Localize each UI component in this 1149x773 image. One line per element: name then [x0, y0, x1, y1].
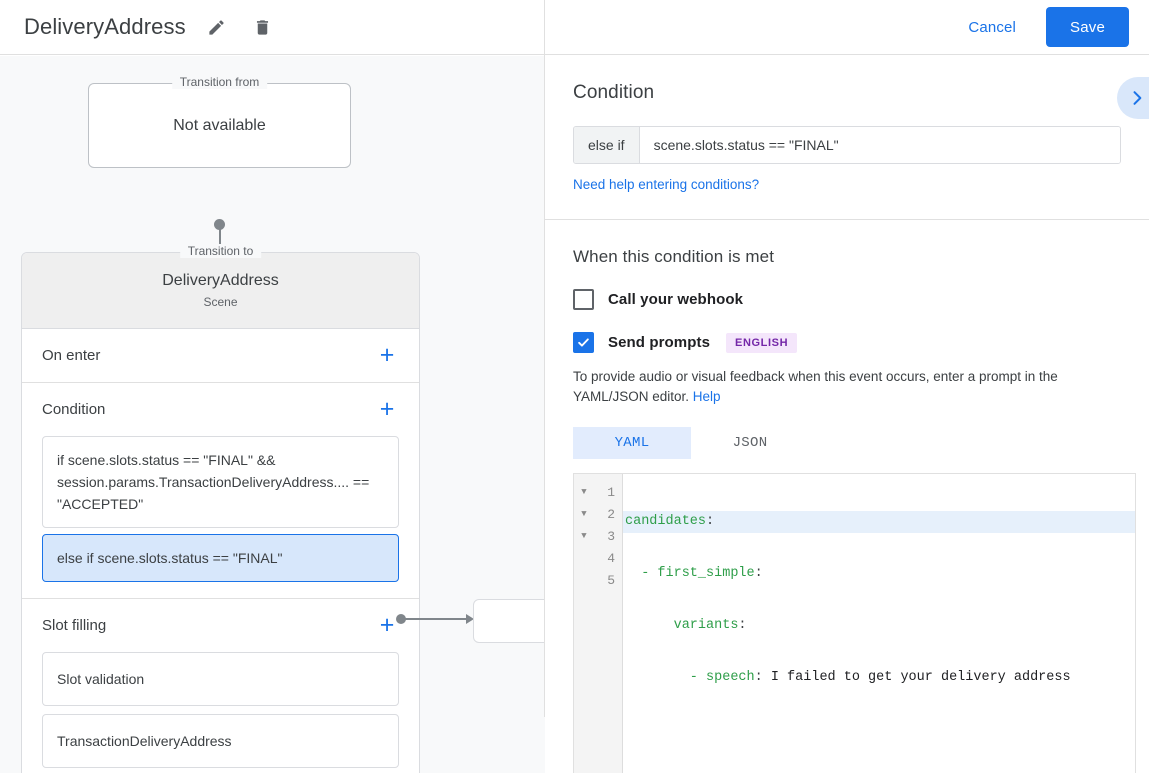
- prompts-description-text: To provide audio or visual feedback when…: [573, 369, 1058, 404]
- section-header-on-enter: On enter +: [42, 329, 399, 382]
- line-number: 5: [607, 572, 615, 588]
- add-on-enter-button[interactable]: +: [375, 343, 399, 368]
- code-line: [623, 719, 1135, 741]
- editor-gutter: ▼1 ▼2 ▼3 4 5: [574, 474, 623, 773]
- fold-toggle-icon[interactable]: ▼: [581, 487, 587, 497]
- code-editor[interactable]: ▼1 ▼2 ▼3 4 5 candidates: - first_simple:…: [573, 473, 1136, 773]
- section-slot-filling: Slot filling + Slot validation Transacti…: [22, 599, 419, 773]
- page-title: DeliveryAddress: [24, 14, 186, 39]
- slot-item-validation[interactable]: Slot validation: [42, 652, 399, 706]
- prompts-help-link[interactable]: Help: [692, 389, 721, 404]
- line-number: 4: [607, 550, 615, 566]
- condition-expression-input[interactable]: [639, 127, 1120, 163]
- panel-divider: [544, 0, 545, 717]
- transition-from-value: Not available: [173, 116, 266, 134]
- section-title-on-enter: On enter: [42, 347, 101, 364]
- line-number: 3: [607, 528, 615, 544]
- tab-json[interactable]: JSON: [691, 427, 809, 459]
- gutter-row: 4: [574, 547, 622, 569]
- editor-content[interactable]: candidates: - first_simple: variants: - …: [623, 474, 1135, 773]
- section-title-slot-filling: Slot filling: [42, 617, 107, 634]
- topbar-actions: Cancel Save: [956, 7, 1129, 47]
- when-condition-met-section: When this condition is met Call your web…: [545, 220, 1149, 459]
- top-app-bar: DeliveryAddress Cancel Save: [0, 0, 1149, 55]
- trash-icon: [257, 19, 269, 35]
- webhook-row[interactable]: Call your webhook: [573, 289, 1121, 310]
- code-indent: [625, 618, 674, 633]
- cancel-button[interactable]: Cancel: [956, 11, 1028, 44]
- flow-canvas[interactable]: Transition from Not available Transition…: [0, 56, 545, 773]
- condition-prefix-label: else if: [574, 127, 640, 163]
- condition-section-title: Condition: [573, 82, 655, 103]
- code-key: first_simple: [657, 566, 755, 581]
- target-node[interactable]: [473, 599, 545, 643]
- pencil-icon: [209, 19, 224, 35]
- code-indent: -: [625, 566, 658, 581]
- code-line: - first_simple:: [623, 563, 1135, 585]
- add-condition-button[interactable]: +: [375, 397, 399, 422]
- when-met-title: When this condition is met: [573, 247, 775, 266]
- slot-item-transaction[interactable]: TransactionDeliveryAddress: [42, 714, 399, 768]
- chevron-right-icon: [1133, 91, 1142, 105]
- line-number: 2: [607, 506, 615, 522]
- fold-toggle-icon[interactable]: ▼: [581, 531, 587, 541]
- transition-from-legend: Transition from: [171, 75, 268, 89]
- condition-output-line: [404, 618, 467, 620]
- condition-editor-section: Condition else if Need help entering con…: [545, 56, 1149, 220]
- transition-from-node[interactable]: Transition from Not available: [88, 75, 351, 168]
- send-prompts-label: Send prompts: [608, 334, 711, 351]
- tab-yaml[interactable]: YAML: [573, 427, 691, 459]
- condition-item[interactable]: if scene.slots.status == "FINAL" && sess…: [42, 436, 399, 528]
- line-number: 1: [607, 484, 615, 500]
- gutter-row: ▼1: [574, 481, 622, 503]
- scene-name: DeliveryAddress: [162, 272, 279, 289]
- condition-help-link[interactable]: Need help entering conditions?: [573, 177, 760, 192]
- fold-toggle-icon[interactable]: ▼: [581, 509, 587, 519]
- editor-format-tabs: YAML JSON: [573, 427, 1121, 459]
- check-icon: [578, 338, 589, 347]
- condition-input-group[interactable]: else if: [573, 126, 1121, 164]
- section-condition: Condition + if scene.slots.status == "FI…: [22, 383, 419, 599]
- code-line: - speech: I failed to get your delivery …: [623, 667, 1135, 689]
- scene-type-label: Scene: [203, 295, 238, 309]
- delete-button[interactable]: [250, 14, 276, 40]
- code-key: candidates: [625, 514, 707, 529]
- add-slot-button[interactable]: +: [375, 613, 399, 638]
- gutter-row: ▼3: [574, 525, 622, 547]
- code-key: speech: [706, 670, 755, 685]
- send-prompts-checkbox[interactable]: [573, 332, 594, 353]
- section-title-condition: Condition: [42, 401, 106, 418]
- code-colon: :: [754, 566, 763, 581]
- code-indent: -: [625, 670, 707, 685]
- gutter-row: 5: [574, 569, 622, 591]
- section-header-condition: Condition +: [42, 383, 399, 436]
- condition-output-dot: [396, 614, 406, 624]
- condition-output-arrow-icon: [466, 614, 474, 624]
- code-colon: :: [706, 514, 715, 529]
- section-on-enter: On enter +: [22, 329, 419, 383]
- save-button[interactable]: Save: [1046, 7, 1129, 47]
- scene-card-header[interactable]: Transition to DeliveryAddress Scene: [22, 244, 419, 329]
- code-value: I failed to get your delivery address: [762, 670, 1071, 685]
- code-colon: :: [738, 618, 747, 633]
- section-header-slot-filling: Slot filling +: [42, 599, 399, 652]
- language-badge: ENGLISH: [726, 332, 798, 353]
- edit-button[interactable]: [204, 14, 230, 40]
- code-key: variants: [673, 618, 739, 633]
- call-webhook-checkbox[interactable]: [573, 289, 594, 310]
- call-webhook-label: Call your webhook: [608, 291, 744, 308]
- send-prompts-row[interactable]: Send prompts ENGLISH: [573, 332, 1121, 353]
- gutter-row: ▼2: [574, 503, 622, 525]
- scene-card: Transition to DeliveryAddress Scene On e…: [21, 244, 420, 773]
- transition-to-legend: Transition to: [179, 244, 262, 258]
- condition-item-selected[interactable]: else if scene.slots.status == "FINAL": [42, 534, 399, 582]
- code-line: candidates:: [623, 511, 1135, 533]
- expand-panel-button[interactable]: [1117, 77, 1149, 119]
- code-line: variants:: [623, 615, 1135, 637]
- prompts-description: To provide audio or visual feedback when…: [573, 367, 1121, 407]
- code-colon: :: [754, 670, 763, 685]
